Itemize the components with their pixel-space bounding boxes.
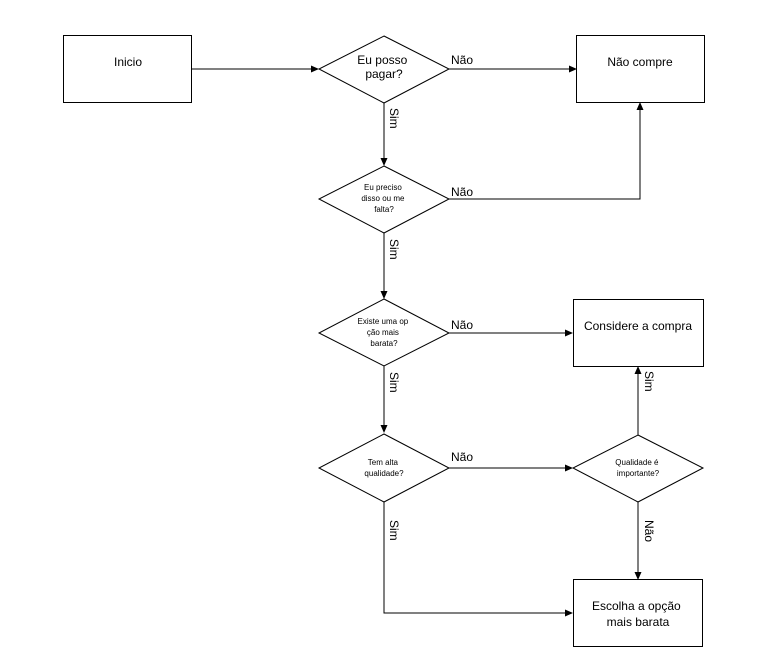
- node-considere-text: Considere a compra: [584, 319, 692, 333]
- edge-label-yes: Sim: [642, 371, 656, 392]
- arrowhead: [565, 464, 573, 472]
- decision-posso-pagar-text: Eu posso pagar?: [357, 53, 410, 81]
- node-text-line: Qualidade é: [615, 458, 659, 467]
- edge-label-yes: Sim: [387, 520, 401, 541]
- edge-label-no: Não: [451, 450, 473, 464]
- arrowhead: [636, 102, 644, 110]
- decision-existe-opcao-barata: Existe uma op ção mais barata?: [317, 298, 451, 367]
- node-text-line: Não compre: [607, 55, 673, 69]
- node-escolha-mais-barata: Escolha a opção mais barata: [573, 579, 703, 647]
- edge-label-no: Não: [451, 185, 473, 199]
- edge-label-yes: Sim: [387, 372, 401, 393]
- decision-qualidade-importante: Qualidade é importante?: [571, 434, 705, 503]
- decision-alta-qualidade-text: Tem alta qualidade?: [364, 458, 404, 478]
- decision-posso-pagar: Eu posso pagar?: [317, 35, 451, 104]
- decision-qualidade-importante-text: Qualidade é importante?: [615, 458, 660, 478]
- decision-preciso-text: Eu preciso disso ou me falta?: [361, 183, 406, 214]
- node-nao-compre-text: Não compre: [607, 55, 673, 69]
- node-text-line: Inicio: [114, 55, 142, 69]
- arrowhead: [565, 609, 573, 617]
- node-text-line: Tem alta: [368, 458, 399, 467]
- node-text-line: disso ou me: [361, 194, 405, 203]
- node-text-line: importante?: [617, 469, 660, 478]
- decision-preciso: Eu preciso disso ou me falta?: [317, 165, 451, 234]
- arrowhead: [634, 572, 642, 580]
- edge-label-no: Não: [642, 520, 656, 542]
- edge-label-no: Não: [451, 53, 473, 67]
- arrowhead: [380, 291, 388, 299]
- edge-label-yes: Sim: [387, 239, 401, 260]
- edge-label-no: Não: [451, 318, 473, 332]
- node-text-line: Eu preciso: [364, 183, 402, 192]
- node-inicio-text: Inicio: [114, 55, 142, 69]
- edge-label-yes: Sim: [387, 108, 401, 129]
- arrowhead: [380, 158, 388, 166]
- node-text-line: pagar?: [365, 67, 403, 81]
- node-text-line: ção mais: [367, 328, 399, 337]
- edge-alta-qualidade-to-escolha: [383, 502, 566, 614]
- node-nao-compre: Não compre: [576, 35, 705, 103]
- node-inicio: Inicio: [63, 35, 192, 103]
- node-text-line: mais barata: [607, 615, 670, 629]
- node-text-line: falta?: [374, 205, 394, 214]
- node-text-line: Escolha a opção: [592, 599, 681, 613]
- decision-alta-qualidade: Tem alta qualidade?: [317, 433, 451, 503]
- node-text-line: barata?: [370, 339, 398, 348]
- node-text-line: qualidade?: [364, 469, 404, 478]
- arrowhead: [380, 425, 388, 433]
- decision-existe-text: Existe uma op ção mais barata?: [358, 317, 411, 348]
- node-considere-a-compra: Considere a compra: [573, 299, 704, 367]
- edge-preciso-to-nao-compre: [449, 110, 641, 200]
- arrowhead: [311, 65, 319, 73]
- node-escolha-text: Escolha a opção mais barata: [592, 599, 684, 629]
- arrowhead: [569, 65, 577, 73]
- node-text-line: Eu posso: [357, 53, 407, 67]
- arrowhead: [565, 329, 573, 337]
- node-text-line: Considere a compra: [584, 319, 692, 333]
- arrowhead: [634, 366, 642, 374]
- node-text-line: Existe uma op: [358, 317, 409, 326]
